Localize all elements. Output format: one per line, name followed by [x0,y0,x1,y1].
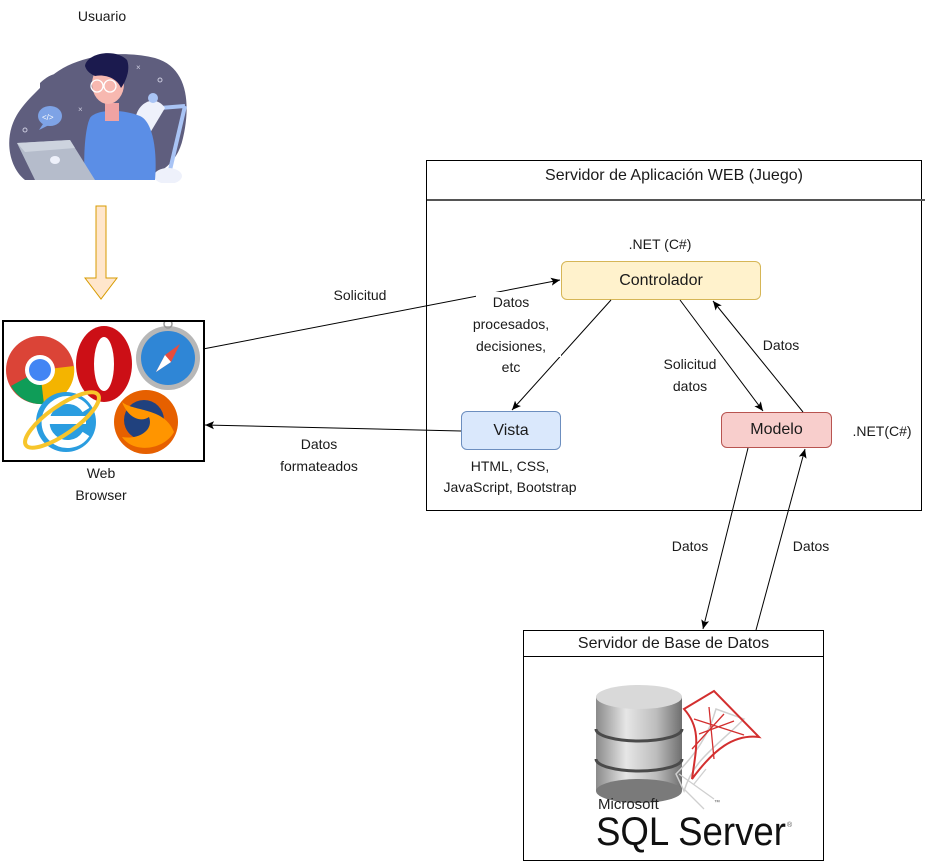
controller-node[interactable]: Controlador [561,261,761,300]
code-bubble-icon: </> [38,106,62,130]
edge-label-solicitud: Solicitud [333,287,387,303]
user-label: Usuario [77,8,127,24]
web-browser-label-line1: Web [86,465,116,481]
edge-view-to-browser[interactable] [204,421,462,432]
view-tech-line1: HTML, CSS, [470,458,550,474]
edge-label-solicitud-datos-2: datos [672,378,708,394]
sql-server-product-text: SQL Server [596,810,786,854]
model-tech-label: .NET(C#) [852,423,912,439]
edge-browser-to-controller[interactable] [202,277,561,350]
laptop-icon [17,140,95,180]
app-server-header-divider [427,199,925,201]
edge-label-controller-view-2: procesados, [461,314,561,335]
app-server-title: Servidor de Aplicación WEB (Juego) [545,167,803,184]
svg-text:×: × [78,105,83,114]
edge-label-solicitud-datos-1: Solicitud [663,356,717,372]
edge-label-controller-view-4: etc [491,357,531,378]
firefox-icon [114,390,178,454]
controller-label: Controlador [619,271,703,289]
web-browser-label-line2: Browser [75,487,127,503]
internet-explorer-icon [23,390,101,452]
blob-fragment [40,73,61,91]
safari-icon [136,322,200,390]
database-cylinder-icon [594,685,684,803]
edge-label-db-to-model: Datos [792,538,830,554]
user-illustration: × × </> [9,53,187,183]
view-tech-line2: JavaScript, Bootstrap [443,479,577,495]
edge-label-controller-view-3: decisiones, [461,336,561,357]
edge-label-controller-view-1: Datos [476,292,546,313]
svg-text:</>: </> [42,113,54,122]
chrome-icon [6,336,75,405]
db-server-title: Servidor de Base de Datos [577,635,770,652]
edge-label-model-to-controller: Datos [762,337,800,353]
person-figure [84,53,156,180]
edge-model-to-db[interactable] [701,447,749,630]
db-server-container: Servidor de Base de Datos Microsoft [523,630,824,861]
user-to-browser-arrow [83,205,119,300]
view-node[interactable]: Vista [461,411,561,450]
sql-server-ribbon-icon [675,689,762,810]
app-server-container: Servidor de Aplicación WEB (Juego) [426,160,925,511]
sql-server-brand-text: Microsoft [598,796,660,813]
edge-controller-to-view[interactable] [511,299,612,411]
sql-server-tm: ™ [714,799,720,806]
edge-db-to-model[interactable] [755,448,807,631]
web-browser-box [2,320,205,462]
model-label: Modelo [750,421,803,438]
edge-controller-to-model[interactable] [679,299,764,412]
sql-server-reg: ® [787,821,793,829]
edge-label-datos-formateados-2: formateados [280,458,358,474]
edge-label-model-to-db: Datos [671,538,709,554]
opera-icon [76,326,132,402]
edge-label-datos-formateados-1: Datos [300,436,338,452]
edge-model-to-controller[interactable] [712,300,804,413]
view-label: Vista [493,421,529,439]
db-server-header-divider [524,656,823,657]
svg-text:×: × [136,63,141,72]
model-node[interactable]: Modelo [721,412,832,448]
controller-tech-label: .NET (C#) [628,236,692,252]
sql-server-logo: Microsoft ™ SQL Server ® [594,685,793,854]
